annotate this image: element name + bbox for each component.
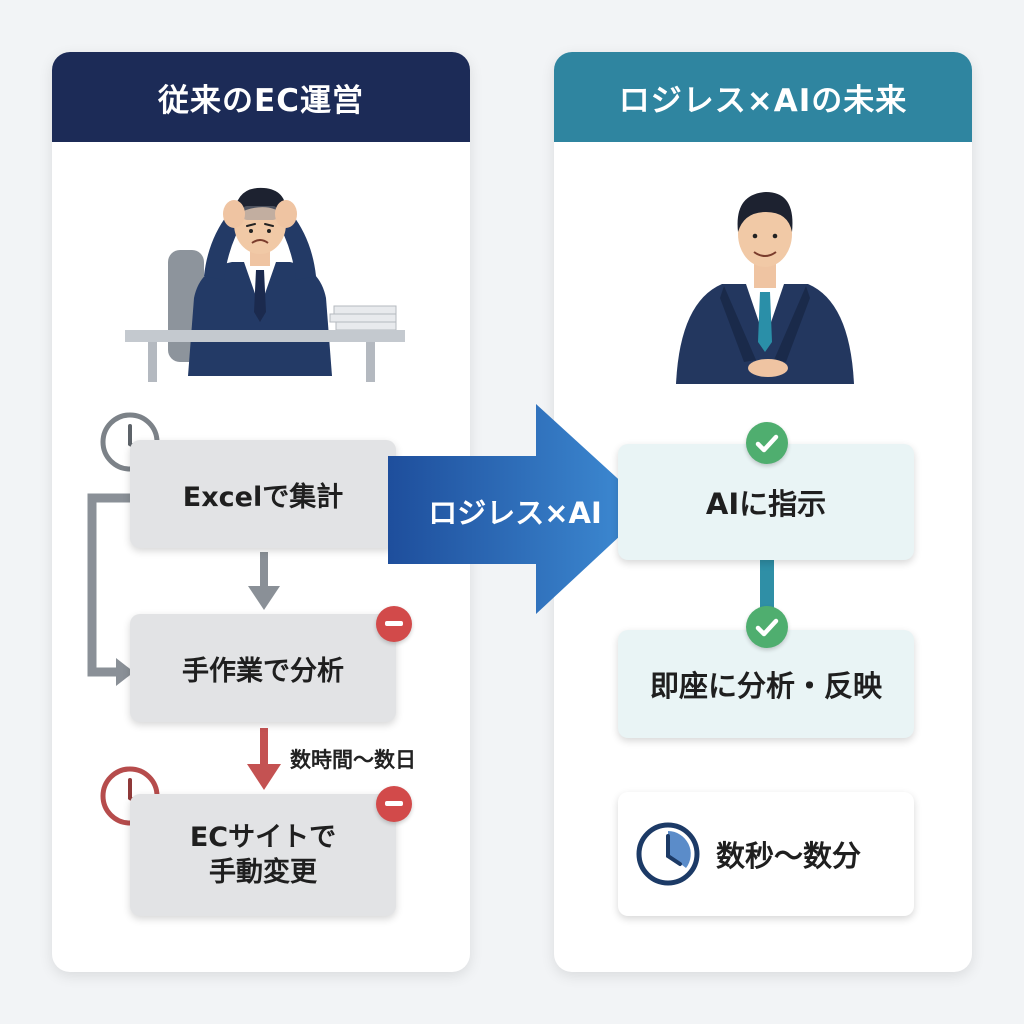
time-label-fast: 数秒〜数分: [716, 839, 862, 873]
time-label-slow: 数時間〜数日: [290, 748, 416, 772]
step-label-line1: ECサイトで: [189, 821, 337, 853]
minus-icon: [376, 606, 412, 642]
time-result-fast: 数秒〜数分: [618, 792, 914, 916]
step-label: Excelで集計: [182, 481, 344, 513]
check-icon: [746, 422, 788, 464]
step-label: 手作業で分析: [182, 655, 344, 687]
future-panel-title: ロジレス×AIの未来: [554, 52, 972, 142]
minus-icon: [376, 786, 412, 822]
down-arrow-red: [247, 728, 281, 790]
stressed-worker-illustration: [125, 187, 405, 382]
step-manual-site-update: ECサイトで 手動変更: [130, 794, 396, 916]
transition-arrow: [388, 404, 650, 614]
step-label-line2: 手動変更: [209, 857, 317, 888]
step-instant-analysis: 即座に分析・反映: [618, 630, 914, 738]
loop-connector: [87, 493, 134, 686]
clock-icon-navy: [636, 822, 700, 886]
step-ai-instruction: AIに指示: [618, 444, 914, 560]
transition-label: ロジレス×AI: [428, 496, 602, 530]
step-manual-analysis: 手作業で分析: [130, 614, 396, 722]
step-label: AIに指示: [705, 487, 827, 521]
step-excel-aggregate: Excelで集計: [130, 440, 396, 548]
down-arrow-gray: [248, 552, 280, 610]
traditional-panel-title: 従来のEC運営: [52, 52, 470, 142]
step-label: 即座に分析・反映: [649, 669, 882, 703]
confident-businessman-illustration: [676, 192, 854, 384]
check-icon: [746, 606, 788, 648]
